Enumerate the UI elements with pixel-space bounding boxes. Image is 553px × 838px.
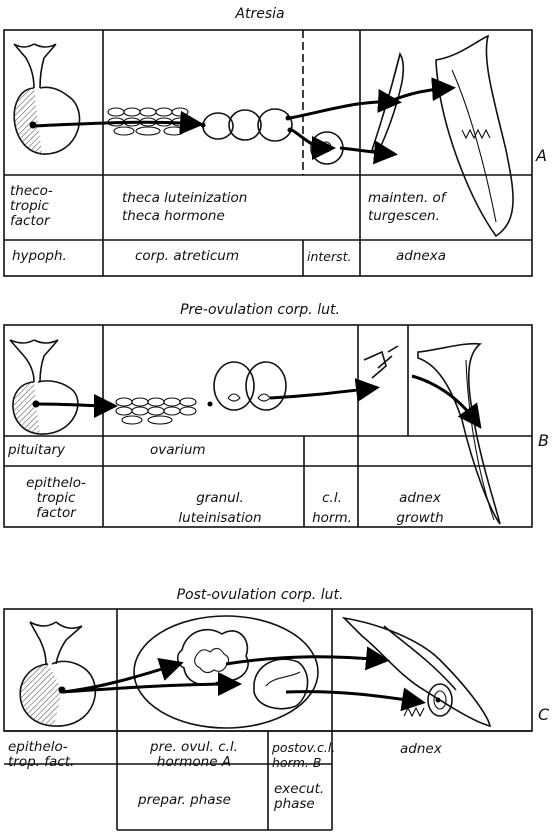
panel-b-grid — [4, 325, 532, 527]
c-ovary-drawing — [134, 616, 318, 728]
panel-a-grid — [4, 30, 532, 276]
a-adnexa-drawing — [372, 36, 513, 236]
a-corpus-atreticum — [201, 109, 293, 141]
b-pituitary-drawing — [10, 340, 78, 434]
b-corpus-luteum — [208, 362, 287, 410]
b-arrows — [38, 376, 478, 424]
c-arrows — [62, 657, 420, 702]
panel-c-grid — [4, 609, 532, 830]
b-adnex-drawing — [364, 344, 500, 524]
c-pituitary-drawing — [20, 622, 95, 726]
a-pituitary-drawing — [14, 44, 80, 154]
b-ovarium-cells — [116, 398, 196, 424]
c-adnex-drawing — [344, 618, 490, 726]
